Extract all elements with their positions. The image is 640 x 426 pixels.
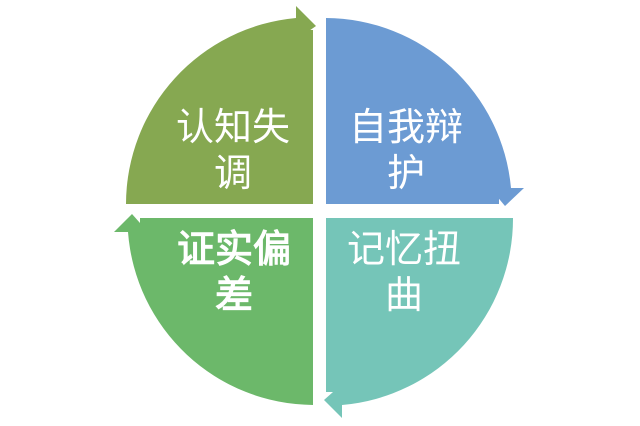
- quadrant-confirmation-bias: 证实偏 差: [114, 214, 313, 405]
- quadrant-label-top-right-line1: 自我辩: [349, 105, 463, 149]
- quadrant-self-justification: 自我辩 护: [326, 18, 524, 206]
- quadrant-cognitive-dissonance: 认知失 调: [126, 6, 316, 204]
- quadrant-label-bottom-right-line1: 记忆扭: [347, 227, 461, 271]
- quadrant-label-bottom-right-line2: 曲: [385, 273, 423, 317]
- quadrant-label-bottom-left-line2: 差: [215, 273, 253, 317]
- quadrant-shape-bottom-left: [114, 214, 313, 405]
- quadrant-label-top-left-line1: 认知失: [176, 105, 290, 149]
- quadrant-shape-top-right: [326, 18, 524, 206]
- quadrant-shape-top-left: [126, 6, 316, 204]
- quadrant-label-top-left-line2: 调: [214, 151, 252, 195]
- quadrant-shape-bottom-right: [324, 218, 514, 418]
- quadrant-memory-distortion: 记忆扭 曲: [324, 218, 514, 418]
- quadrant-label-bottom-left-line1: 证实偏: [177, 227, 291, 271]
- quadrant-label-top-right-line2: 护: [387, 151, 425, 195]
